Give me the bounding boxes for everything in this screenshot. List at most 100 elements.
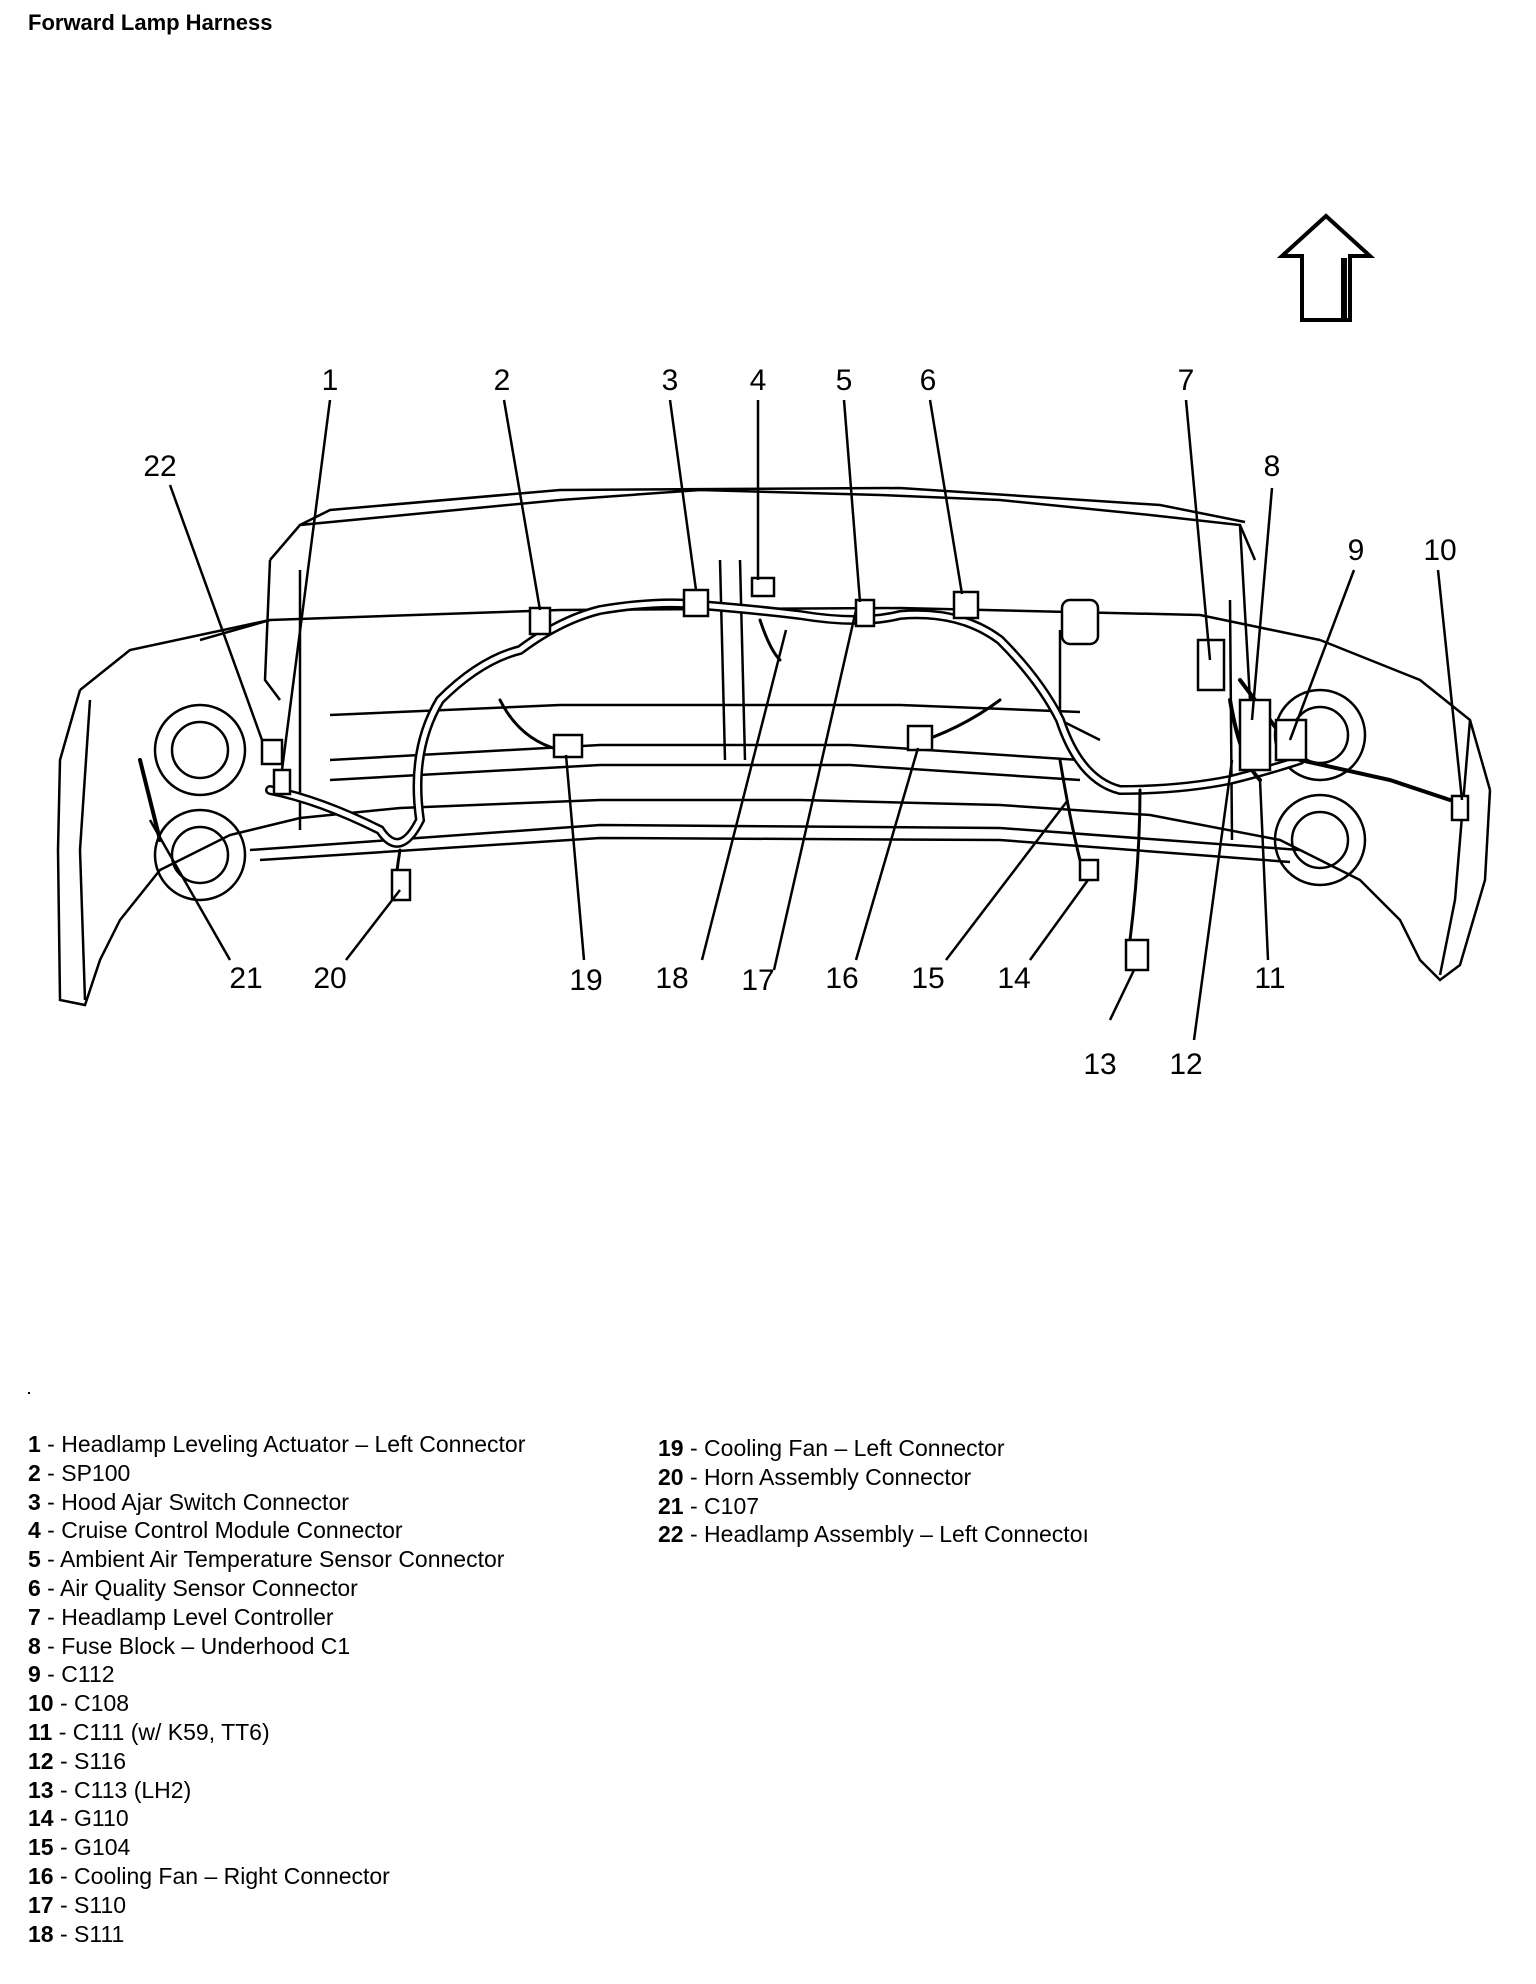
callout-12: 12: [1169, 1048, 1202, 1081]
callout-9: 9: [1348, 534, 1365, 567]
legend-left-column: 1 - Headlamp Leveling Actuator – Left Co…: [28, 1430, 525, 1948]
legend-item-separator: -: [683, 1521, 705, 1548]
callout-6: 6: [920, 364, 937, 397]
legend-item-separator: -: [53, 1862, 75, 1889]
legend-item: 9 - C112: [28, 1660, 525, 1689]
callout-10: 10: [1423, 534, 1456, 567]
right-lower-lamp: [1273, 793, 1367, 887]
legend-item-number: 18: [28, 1920, 54, 1947]
legend-item-text: S116: [74, 1747, 127, 1774]
legend-item-number: 7: [28, 1603, 41, 1630]
legend-item-separator: -: [683, 1463, 705, 1490]
legend-item-number: 5: [28, 1546, 41, 1573]
legend-item-text: Cooling Fan – Right Connector: [74, 1862, 390, 1889]
callout-5: 5: [836, 364, 853, 397]
callout-20: 20: [313, 962, 346, 995]
legend-item-number: 14: [28, 1805, 54, 1832]
callout-3: 3: [662, 364, 679, 397]
forward-arrow-icon: [1276, 213, 1376, 322]
legend-item: 14 - G110: [28, 1804, 525, 1833]
legend-item-text: G110: [74, 1805, 129, 1832]
legend-item-separator: -: [683, 1492, 705, 1519]
callout-18: 18: [655, 962, 688, 995]
callout-7: 7: [1178, 364, 1195, 397]
legend-item: 4 - Cruise Control Module Connector: [28, 1516, 525, 1545]
legend-item: 6 - Air Quality Sensor Connector: [28, 1574, 525, 1603]
legend-item-number: 16: [28, 1862, 54, 1889]
left-upper-lamp: [153, 703, 247, 797]
legend-item: 22 - Headlamp Assembly – Left Connectoı: [658, 1520, 1089, 1549]
legend-item-number: 11: [28, 1718, 53, 1745]
legend-item: 18 - S111: [28, 1920, 525, 1949]
legend-item: 13 - C113 (LH2): [28, 1776, 525, 1805]
callout-22: 22: [143, 450, 176, 483]
callout-11: 11: [1254, 962, 1285, 995]
callout-14: 14: [997, 962, 1030, 995]
legend-item: 15 - G104: [28, 1833, 525, 1862]
legend-item-text: C113 (LH2): [74, 1776, 192, 1803]
legend-item-text: Fuse Block – Underhood C1: [61, 1632, 351, 1659]
legend-item: 12 - S116: [28, 1747, 525, 1776]
callout-16: 16: [825, 962, 858, 995]
legend-item-separator: -: [40, 1603, 62, 1630]
legend-item: 10 - C108: [28, 1689, 525, 1718]
legend-item-separator: -: [683, 1435, 705, 1461]
callout-2: 2: [494, 364, 511, 397]
legend-item-text: Horn Assembly Connector: [704, 1463, 972, 1490]
callout-4: 4: [750, 364, 767, 397]
legend-item-separator: -: [40, 1661, 62, 1688]
callout-8: 8: [1264, 450, 1281, 483]
legend-item: 21 - C107: [658, 1492, 1089, 1521]
legend-item-text: Hood Ajar Switch Connector: [61, 1488, 349, 1515]
legend-item-separator: -: [40, 1431, 62, 1457]
legend-item-separator: -: [53, 1920, 75, 1947]
legend-item: 8 - Fuse Block – Underhood C1: [28, 1632, 525, 1661]
legend-item-number: 3: [28, 1488, 41, 1515]
legend-item-number: 12: [28, 1747, 54, 1774]
legend-item-separator: -: [53, 1776, 75, 1803]
legend-item-number: 22: [658, 1521, 684, 1548]
legend-item: 3 - Hood Ajar Switch Connector: [28, 1488, 525, 1517]
legend-item-number: 2: [28, 1459, 41, 1486]
legend-item-text: C112: [61, 1661, 115, 1688]
legend-item-number: 1: [28, 1431, 41, 1457]
callout-19: 19: [569, 964, 602, 997]
callout-15: 15: [911, 962, 944, 995]
stray-dot: [28, 1392, 30, 1394]
legend-item-text: Cruise Control Module Connector: [61, 1517, 403, 1544]
leader-lines: [148, 399, 1464, 1041]
legend-item-number: 10: [28, 1690, 54, 1717]
callout-21: 21: [229, 962, 262, 995]
legend-item-text: Air Quality Sensor Connector: [59, 1574, 358, 1601]
legend-item: 1 - Headlamp Leveling Actuator – Left Co…: [28, 1430, 525, 1459]
legend-item-text: Headlamp Assembly – Left Connectoı: [704, 1521, 1089, 1548]
legend-item-text: C107: [704, 1492, 760, 1519]
legend-item-separator: -: [53, 1690, 75, 1717]
legend-item-separator: -: [53, 1805, 75, 1832]
legend-item: 7 - Headlamp Level Controller: [28, 1603, 525, 1632]
legend-item: 17 - S110: [28, 1891, 525, 1920]
legend-item-text: S111: [74, 1920, 125, 1947]
legend-item-number: 20: [658, 1463, 684, 1490]
legend-item-text: S110: [74, 1891, 127, 1918]
legend-item-number: 8: [28, 1632, 41, 1659]
legend-item-text: C111 (w/ K59, TT6): [72, 1718, 270, 1745]
wiring-harness: [138, 598, 1452, 942]
legend-item-number: 6: [28, 1574, 41, 1601]
callout-13: 13: [1083, 1048, 1116, 1081]
legend-item-separator: -: [52, 1718, 73, 1745]
legend-item-text: SP100: [61, 1459, 131, 1486]
legend-item: 20 - Horn Assembly Connector: [658, 1463, 1089, 1492]
legend-item-separator: -: [53, 1891, 75, 1918]
legend-item-number: 21: [658, 1492, 684, 1519]
legend-item-text: G104: [74, 1834, 131, 1861]
legend-item-separator: -: [40, 1488, 62, 1515]
legend-item-separator: -: [40, 1574, 60, 1601]
legend-item-text: Cooling Fan – Left Connector: [704, 1435, 1005, 1461]
legend-item-text: Headlamp Level Controller: [61, 1603, 334, 1630]
legend-item: 16 - Cooling Fan – Right Connector: [28, 1862, 525, 1891]
page-title: Forward Lamp Harness: [28, 10, 273, 35]
legend-item-number: 19: [658, 1435, 684, 1461]
legend-item-separator: -: [40, 1517, 62, 1544]
